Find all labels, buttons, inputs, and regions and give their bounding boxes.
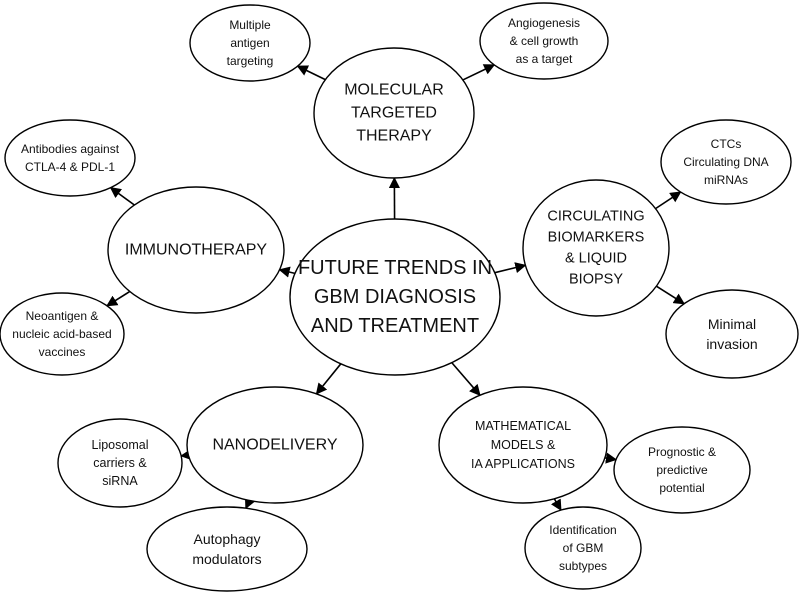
node-ellipse	[479, 2, 609, 80]
node-label-line: nucleic acid-based	[12, 327, 111, 341]
node-ellipse	[660, 119, 792, 205]
node-label-line: CTCs	[711, 137, 742, 151]
node-label-line: Minimal	[708, 316, 756, 332]
node-label-line: Neoantigen &	[26, 309, 99, 323]
arrow-center-to-nanodelivery	[315, 363, 342, 395]
node-label-line: Circulating DNA	[683, 155, 768, 169]
node-neoantigen-vaccines: Neoantigen & nucleic acid-based vaccines	[0, 292, 125, 376]
node-label-line: Autophagy	[194, 531, 261, 547]
node-label-line: Angiogenesis	[508, 16, 580, 30]
node-label-line: IMMUNOTHERAPY	[125, 242, 268, 259]
node-ellipse	[4, 119, 136, 197]
node-nanodelivery: NANODELIVERY	[186, 386, 364, 504]
node-molecular-targeted-therapy: MOLECULAR TARGETED THERAPY	[313, 47, 475, 179]
node-ellipse	[289, 218, 501, 376]
node-gbm-subtypes: Identification of GBM subtypes	[524, 506, 642, 590]
node-label-line: predictive	[656, 463, 708, 477]
arrow-nanodelivery-to-autophagy-modulators	[244, 496, 256, 510]
node-ellipse	[438, 386, 608, 504]
node-minimal-invasion: Minimal invasion	[665, 289, 799, 379]
node-label-line: of GBM	[563, 541, 604, 555]
arrow-mathematical-models-to-gbm-subtypes	[551, 498, 562, 512]
node-ellipse	[57, 418, 183, 508]
node-label-line: Multiple	[229, 18, 271, 32]
arrow-molecular-targeted-therapy-to-angiogenesis-target	[462, 64, 496, 81]
node-label-line: Antibodies against	[21, 142, 120, 156]
arrow-molecular-targeted-therapy-to-multiple-antigen-targeting	[296, 65, 326, 81]
node-label-line: & cell growth	[510, 34, 579, 48]
node-label-line: modulators	[192, 551, 261, 567]
node-label-line: as a target	[516, 52, 573, 66]
node-label-line: FUTURE TRENDS IN	[298, 257, 492, 279]
node-label-line: invasion	[706, 336, 757, 352]
arrow-center-to-circulating-biomarkers	[494, 262, 527, 274]
node-angiogenesis-target: Angiogenesis & cell growth as a target	[479, 2, 609, 80]
arrow-nanodelivery-to-liposomal-carriers	[180, 449, 192, 461]
node-label-line: CTLA-4 & PDL-1	[25, 160, 115, 174]
node-label-line: MOLECULAR	[344, 82, 444, 99]
node-label-line: IA APPLICATIONS	[471, 457, 575, 471]
arrow-center-to-immunotherapy	[278, 266, 296, 278]
node-liposomal-carriers: Liposomal carriers & siRNA	[57, 418, 183, 508]
node-label-line: carriers &	[93, 456, 147, 470]
arrow-circulating-biomarkers-to-minimal-invasion	[655, 285, 686, 305]
node-label-line: BIOPSY	[569, 272, 623, 288]
node-label-line: MODELS &	[491, 438, 556, 452]
node-ellipse	[613, 426, 751, 514]
node-label-line: THERAPY	[356, 128, 432, 145]
node-ellipse	[189, 4, 311, 82]
node-label-line: Identification	[549, 523, 616, 537]
node-ellipse	[107, 186, 285, 314]
node-label-line: siRNA	[102, 474, 138, 488]
node-ellipse	[186, 386, 364, 504]
node-label-line: miRNAs	[704, 173, 748, 187]
arrow-mathematical-models-to-prognostic-predictive	[604, 452, 618, 464]
node-ellipse	[665, 289, 799, 379]
node-label-line: NANODELIVERY	[212, 437, 337, 454]
node-ellipse	[146, 506, 308, 592]
node-label-line: antigen	[230, 36, 269, 50]
node-ellipse	[524, 506, 642, 590]
node-immunotherapy: IMMUNOTHERAPY	[107, 186, 285, 314]
node-label-line: targeting	[227, 54, 274, 68]
node-label-line: Prognostic &	[648, 445, 716, 459]
node-autophagy-modulators: Autophagy modulators	[146, 506, 308, 592]
node-label-line: BIOMARKERS	[548, 230, 645, 246]
node-label-line: vaccines	[39, 345, 86, 359]
arrow-immunotherapy-to-neoantigen-vaccines	[106, 290, 131, 307]
node-label-line: Liposomal	[92, 438, 149, 452]
node-label-line: AND TREATMENT	[311, 315, 479, 337]
node-label-line: & LIQUID	[565, 251, 627, 267]
node-ellipse	[313, 47, 475, 179]
node-multiple-antigen-targeting: Multiple antigen targeting	[189, 4, 311, 82]
node-label-line: CIRCULATING	[547, 209, 644, 225]
arrow-center-to-mathematical-models	[451, 362, 481, 397]
node-prognostic-predictive: Prognostic & predictive potential	[613, 426, 751, 514]
node-label-line: GBM DIAGNOSIS	[314, 286, 476, 308]
node-mathematical-models: MATHEMATICAL MODELS & IA APPLICATIONS	[438, 386, 608, 504]
node-circulating-biomarkers: CIRCULATING BIOMARKERS & LIQUID BIOPSY	[522, 179, 670, 317]
arrow-immunotherapy-to-antibodies-ctla4-pdl1	[109, 187, 135, 206]
node-ellipse	[522, 179, 670, 317]
arrow-circulating-biomarkers-to-ctcs-dna-mirnas	[655, 191, 682, 210]
node-ellipse	[0, 292, 125, 376]
node-center: FUTURE TRENDS IN GBM DIAGNOSIS AND TREATME…	[289, 218, 501, 376]
node-label-line: potential	[659, 481, 704, 495]
node-label-line: TARGETED	[351, 105, 437, 122]
node-label-line: subtypes	[559, 559, 607, 573]
edges-layer	[106, 64, 686, 512]
node-label-line: MATHEMATICAL	[475, 419, 571, 433]
